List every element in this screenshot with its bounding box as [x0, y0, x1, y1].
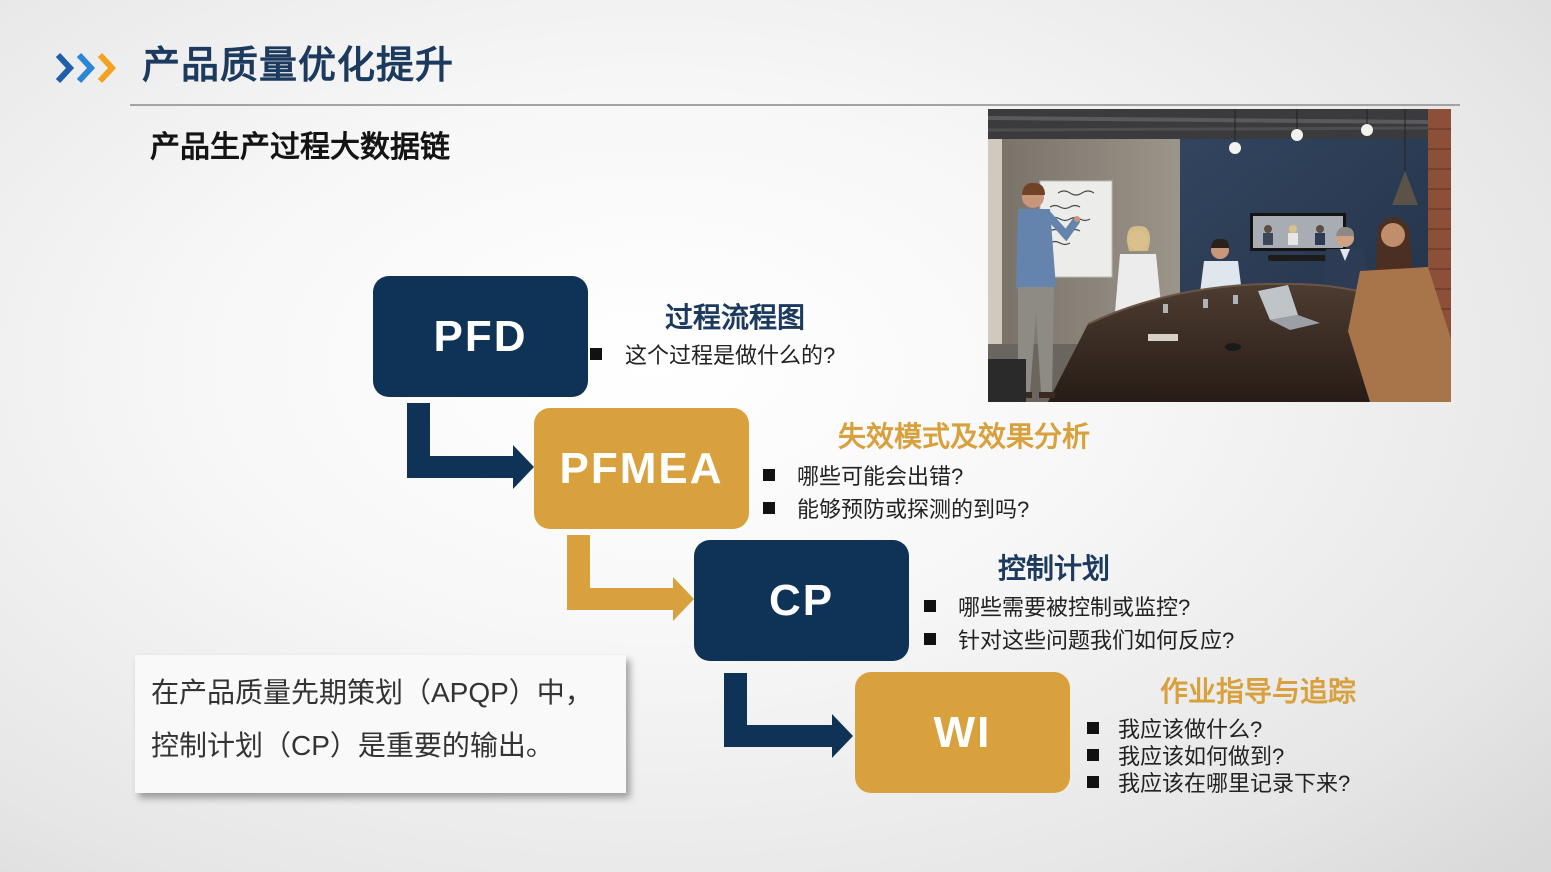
bullet-text: 针对这些问题我们如何反应?	[958, 627, 1235, 653]
woven-lamp	[1392, 171, 1418, 205]
chevron-icon	[97, 52, 117, 84]
bullet-text: 这个过程是做什么的?	[625, 343, 836, 368]
glass	[1233, 295, 1238, 304]
bullet-text: 我应该如何做到?	[1118, 743, 1285, 769]
bullet-item: 哪些可能会出错?	[763, 458, 1029, 491]
bullet-item: 我应该做什么?	[1087, 714, 1350, 742]
wall-screen	[1250, 213, 1346, 261]
bullet-square-icon	[1087, 748, 1099, 761]
bullet-square-icon	[590, 348, 602, 360]
notebook	[1148, 334, 1178, 341]
step-box-cp: CP	[694, 540, 909, 661]
bullet-square-icon	[1087, 721, 1099, 734]
conference-speaker	[1225, 343, 1241, 351]
step-heading-wi: 作业指导与追踪	[1160, 676, 1357, 707]
bullet-item: 哪些需要被控制或监控?	[924, 589, 1234, 622]
page-title: 产品质量优化提升	[142, 45, 455, 87]
bullet-list-pfmea: 哪些可能会出错? 能够预防或探测的到吗?	[763, 458, 1029, 524]
arrow-pfd-to-pfmea	[407, 403, 534, 489]
triple-chevron-icon	[55, 52, 117, 84]
title-divider	[130, 104, 1460, 106]
bullet-list-pfd: 这个过程是做什么的?	[590, 342, 835, 368]
step-box-pfd: PFD	[373, 276, 588, 397]
arrow-cp-to-wi	[724, 673, 853, 758]
bullet-square-icon	[924, 632, 936, 645]
glass	[1203, 299, 1208, 308]
note-box: 在产品质量先期策划（APQP）中， 控制计划（CP）是重要的输出。	[135, 655, 626, 793]
bullet-text: 我应该在哪里记录下来?	[1118, 770, 1351, 796]
bullet-square-icon	[924, 599, 936, 612]
bullet-square-icon	[763, 501, 775, 514]
bullet-list-wi: 我应该做什么? 我应该如何做到? 我应该在哪里记录下来?	[1087, 714, 1351, 796]
step-box-wi: WI	[855, 672, 1070, 793]
bullet-text: 哪些需要被控制或监控?	[958, 594, 1191, 620]
soundbar	[1268, 255, 1330, 261]
section-subtitle: 产品生产过程大数据链	[150, 131, 450, 164]
arrow-pfmea-to-cp	[567, 535, 694, 621]
ceiling-pipe	[988, 126, 1429, 132]
chevron-icon	[76, 52, 96, 84]
whiteboard-writing	[1049, 190, 1095, 246]
glass	[1163, 304, 1168, 313]
bullet-square-icon	[1087, 775, 1099, 788]
chevron-icon	[55, 52, 75, 84]
pendant-lamps	[1229, 109, 1418, 205]
ceiling-pipe	[988, 116, 1429, 124]
bullet-text: 能够预防或探测的到吗?	[797, 496, 1030, 522]
ceiling	[988, 109, 1429, 139]
standing-presenter	[1016, 182, 1080, 398]
bullet-list-cp: 哪些需要被控制或监控? 针对这些问题我们如何反应?	[924, 589, 1234, 655]
note-line: 在产品质量先期策划（APQP）中，	[151, 677, 593, 708]
step-heading-pfmea: 失效模式及效果分析	[838, 421, 1091, 452]
bullet-text: 哪些可能会出错?	[797, 463, 964, 489]
step-heading-cp: 控制计划	[998, 553, 1111, 584]
bullet-item: 我应该如何做到?	[1087, 741, 1350, 769]
step-heading-pfd: 过程流程图	[665, 302, 806, 333]
bullet-item: 这个过程是做什么的?	[590, 342, 835, 368]
bullet-item: 能够预防或探测的到吗?	[763, 491, 1029, 524]
step-box-pfmea: PFMEA	[534, 408, 749, 529]
seated-person	[1348, 217, 1451, 402]
bullet-square-icon	[763, 468, 775, 481]
chair	[988, 359, 1026, 402]
bullet-text: 我应该做什么?	[1118, 716, 1263, 742]
note-line: 控制计划（CP）是重要的输出。	[151, 730, 554, 761]
window-strip	[988, 139, 1002, 344]
bullet-item: 我应该在哪里记录下来?	[1087, 768, 1351, 796]
meeting-room-photo	[988, 109, 1451, 402]
bullet-item: 针对这些问题我们如何反应?	[924, 622, 1234, 655]
laptop	[1258, 285, 1320, 330]
